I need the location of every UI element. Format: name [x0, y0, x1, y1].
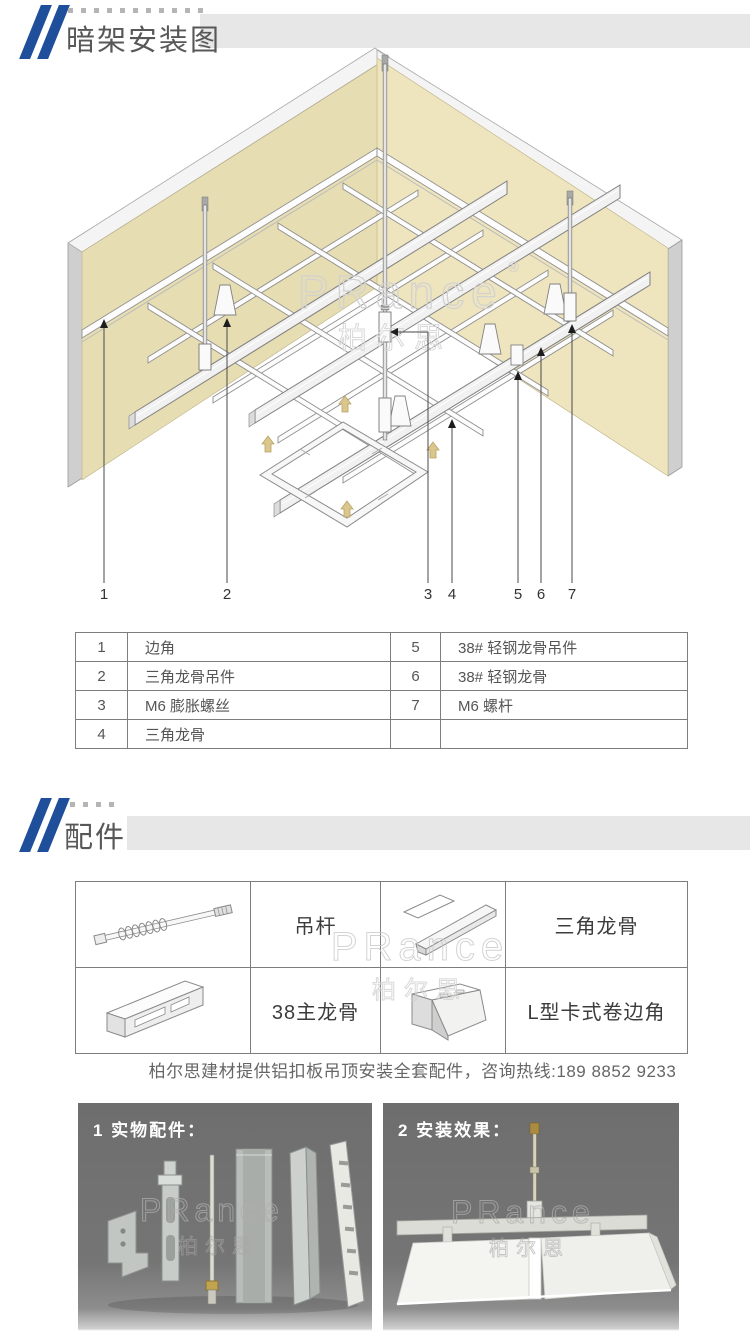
- watermark-reg: ®: [508, 259, 519, 276]
- section2-header-band: [127, 816, 750, 850]
- part-label: [440, 719, 688, 749]
- table-row: 38主龙骨 L型卡式卷边角: [75, 967, 688, 1054]
- dotted-row-icon: [68, 8, 203, 13]
- part-number: 3: [75, 690, 128, 720]
- section1-title: 暗架安装图: [66, 25, 222, 57]
- hanging-rods: [198, 54, 577, 441]
- part-number: 1: [75, 632, 128, 662]
- installation-diagram: PRance ® 柏尔思: [67, 47, 683, 583]
- part-label: M6 螺杆: [440, 690, 688, 720]
- brand-watermark: PRance ® 柏尔思: [297, 259, 519, 356]
- photo-watermark: PRance: [140, 1192, 284, 1228]
- keel-hangers: [213, 283, 567, 427]
- hanging-rod-illustration: [92, 904, 233, 946]
- install-photo-illustration: PRance 柏尔思: [396, 1122, 677, 1306]
- main-keel-illustration: [105, 980, 204, 1038]
- part-label: 三角龙骨吊件: [127, 661, 391, 691]
- callout-2: 2: [222, 586, 232, 603]
- dotted-row-icon: [70, 802, 114, 807]
- part-number: 2: [75, 661, 128, 691]
- triangle-keel-illustration: [402, 894, 497, 956]
- callout-5: 5: [513, 586, 523, 603]
- main-carriers: [128, 180, 651, 518]
- accessories-photo-illustration: PRance 柏尔思: [107, 1140, 365, 1314]
- part-label: 38# 轻钢龙骨吊件: [440, 632, 688, 662]
- walls: [67, 47, 683, 488]
- photo-watermark-cjk: 柏尔思: [178, 1235, 259, 1258]
- part-number: 6: [390, 661, 441, 691]
- callout-leaders: [103, 327, 573, 583]
- accessories-table: 吊杆 三角龙骨: [75, 881, 688, 1054]
- accessory-image-cell: [75, 967, 251, 1054]
- table-row: 2 三角龙骨吊件 6 38# 轻钢龙骨: [75, 661, 688, 691]
- part-number: 7: [390, 690, 441, 720]
- callout-4: 4: [447, 586, 457, 603]
- parts-table: 1 边角 5 38# 轻钢龙骨吊件 2 三角龙骨吊件 6 38# 轻钢龙骨 3 …: [75, 632, 688, 749]
- part-number: [390, 719, 441, 749]
- table-row: 3 M6 膨胀螺丝 7 M6 螺杆: [75, 690, 688, 720]
- edge-corner-illustration: [411, 983, 487, 1041]
- callout-1: 1: [99, 586, 109, 603]
- photo-watermark-cjk: 柏尔思: [489, 1237, 570, 1260]
- section2-title: 配件: [64, 822, 127, 854]
- accessory-label: 吊杆: [250, 881, 381, 968]
- table-row: 4 三角龙骨: [75, 719, 688, 749]
- accessory-image-cell: [75, 881, 251, 968]
- accessory-label: 三角龙骨: [505, 881, 688, 968]
- accessory-image-cell: [380, 881, 506, 968]
- part-label: 三角龙骨: [127, 719, 391, 749]
- part-label: 边角: [127, 632, 391, 662]
- photo2-caption: 2 安装效果：: [398, 1121, 512, 1140]
- photo-actual-accessories: PRance 柏尔思 1 实物配件：: [78, 1103, 372, 1331]
- accessory-image-cell: [380, 967, 506, 1054]
- part-label: 38# 轻钢龙骨: [440, 661, 688, 691]
- photo-install-effect: PRance 柏尔思 2 安装效果：: [383, 1103, 679, 1331]
- part-number: 4: [75, 719, 128, 749]
- up-arrows: [261, 395, 440, 518]
- photo-watermark: PRance: [451, 1194, 595, 1230]
- watermark-brand-cjk: 柏尔思: [338, 322, 452, 355]
- double-slash-icon: [19, 798, 70, 852]
- accessory-label: L型卡式卷边角: [505, 967, 688, 1054]
- callout-6: 6: [536, 586, 546, 603]
- hotline-text: 柏尔思建材提供铝扣板吊顶安装全套配件，咨询热线:189 8852 9233: [148, 1062, 677, 1081]
- part-number: 5: [390, 632, 441, 662]
- photo1-caption: 1 实物配件：: [93, 1121, 207, 1140]
- part-label: M6 膨胀螺丝: [127, 690, 391, 720]
- callout-arrowheads: [100, 318, 576, 428]
- section1-header-band: [200, 14, 750, 48]
- table-row: 1 边角 5 38# 轻钢龙骨吊件: [75, 632, 688, 662]
- accessory-label: 38主龙骨: [250, 967, 381, 1054]
- callout-7: 7: [567, 586, 577, 603]
- watermark-brand: PRance: [298, 266, 504, 318]
- callout-3: 3: [423, 586, 433, 603]
- table-row: 吊杆 三角龙骨: [75, 881, 688, 968]
